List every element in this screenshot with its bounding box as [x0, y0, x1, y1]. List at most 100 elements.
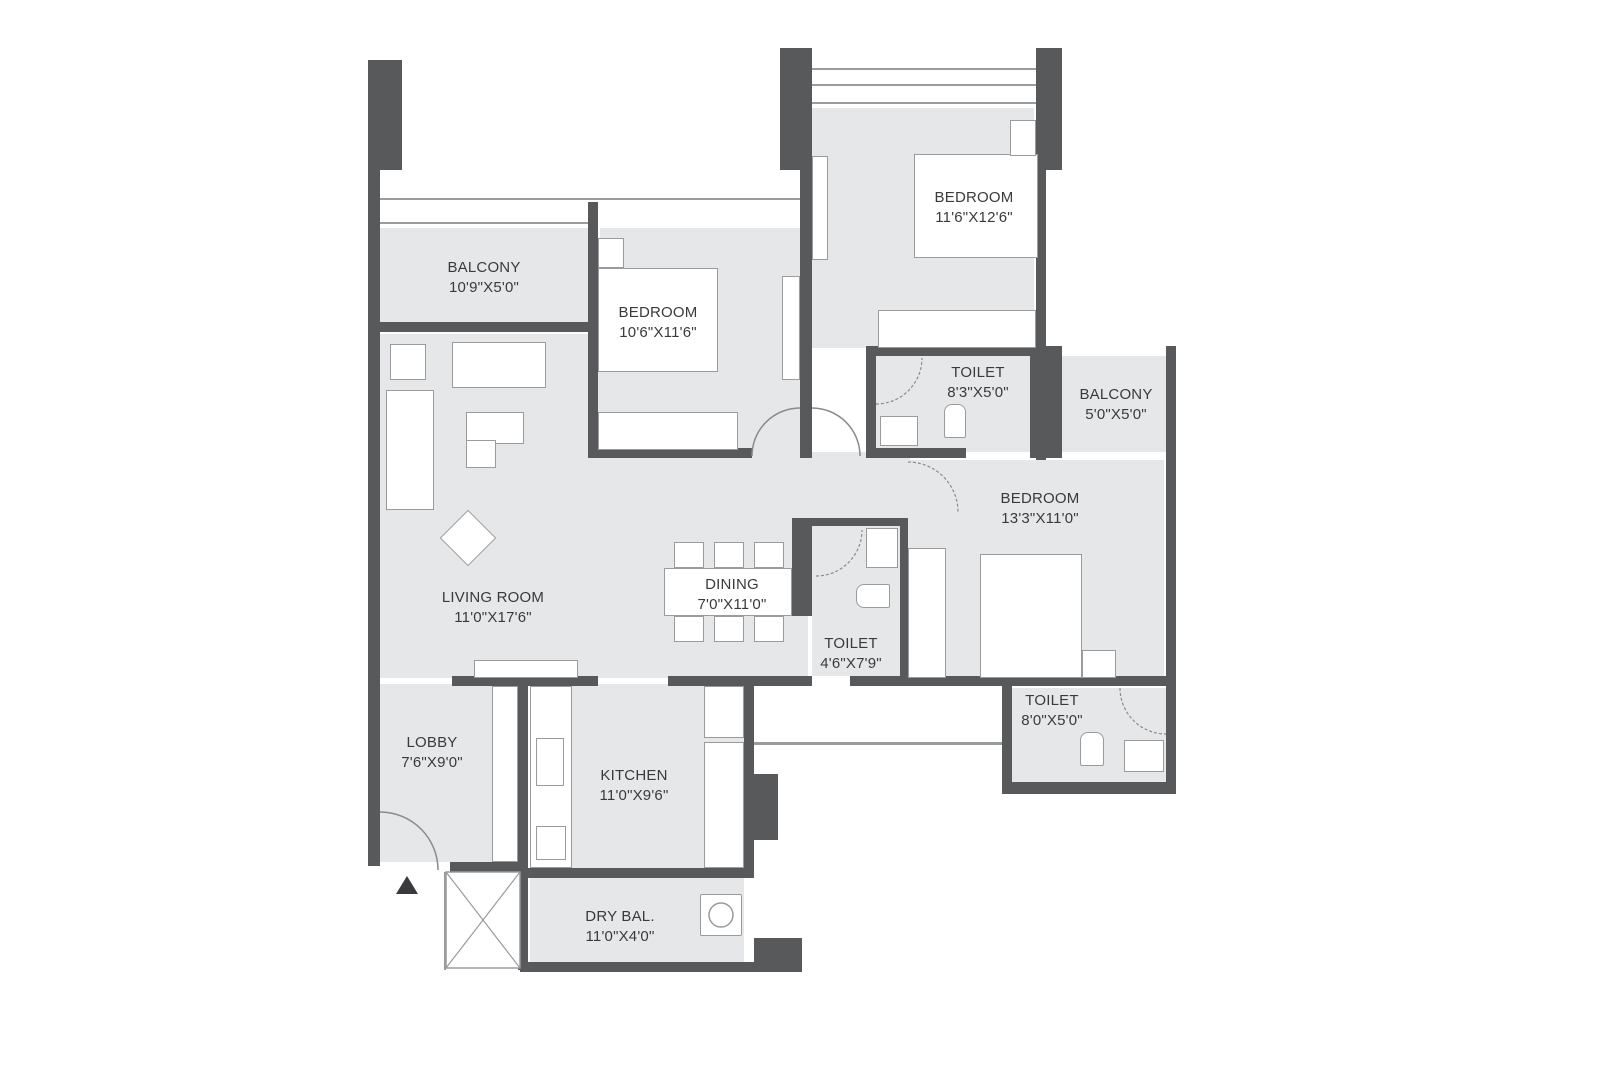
room-name: TOILET	[1025, 692, 1079, 709]
railing	[444, 872, 446, 970]
toilet-seat	[856, 584, 890, 608]
room-label-toilet-1: TOILET 8'3"X5'0"	[928, 363, 1028, 403]
chair	[714, 616, 744, 642]
wall	[1036, 48, 1062, 170]
room-name: BEDROOM	[934, 189, 1014, 206]
room-dimensions: 10'9"X5'0"	[448, 279, 520, 296]
room-name: DRY BAL.	[585, 908, 655, 925]
room-name: TOILET	[951, 364, 1005, 381]
room-label-bedroom-1: BEDROOM 10'6"X11'6"	[598, 303, 718, 343]
wall	[866, 346, 876, 458]
floor-balcony-1	[380, 228, 588, 324]
wall	[808, 518, 908, 526]
wall	[668, 676, 812, 686]
side-table	[1082, 650, 1116, 678]
room-name: BALCONY	[447, 259, 521, 276]
room-dimensions: 11'6"X12'6"	[935, 209, 1013, 226]
railing	[812, 84, 1036, 86]
sofa-3-seater	[386, 390, 434, 510]
chair	[754, 616, 784, 642]
room-label-bedroom-2: BEDROOM 11'6"X12'6"	[914, 188, 1034, 228]
railing	[380, 222, 588, 224]
chair	[714, 542, 744, 568]
fridge	[704, 686, 744, 738]
side-table	[598, 238, 624, 268]
room-label-toilet-3: TOILET 8'0"X5'0"	[1010, 691, 1094, 731]
coffee-table	[466, 412, 524, 444]
wall	[528, 868, 754, 878]
window-seat	[782, 276, 800, 380]
wall	[588, 202, 598, 456]
wall	[518, 676, 528, 970]
railing	[754, 742, 1002, 745]
room-name: KITCHEN	[600, 767, 668, 784]
room-label-bedroom-3: BEDROOM 13'3"X11'0"	[980, 489, 1100, 529]
wall	[1036, 160, 1046, 460]
wall	[754, 938, 802, 972]
wall	[368, 60, 380, 866]
room-name: BEDROOM	[618, 304, 698, 321]
toilet-seat	[1080, 732, 1104, 766]
room-label-balcony-2: BALCONY 5'0"X5'0"	[1066, 385, 1166, 425]
room-name: BEDROOM	[1000, 490, 1080, 507]
room-dimensions: 5'0"X5'0"	[1085, 406, 1147, 423]
bed	[598, 268, 718, 372]
wall	[450, 862, 528, 872]
hob	[536, 738, 564, 786]
room-dimensions: 8'3"X5'0"	[947, 384, 1009, 401]
tv-unit	[474, 660, 578, 678]
toilet-seat	[944, 404, 966, 438]
side-table	[390, 344, 426, 380]
room-dimensions: 11'0"X17'6"	[454, 609, 532, 626]
vanity	[1124, 740, 1164, 772]
chair	[674, 616, 704, 642]
kitchen-counter	[704, 742, 744, 868]
shoe-rack	[492, 686, 518, 862]
room-label-balcony-1: BALCONY 10'9"X5'0"	[420, 258, 548, 298]
wall	[800, 60, 812, 458]
wall	[754, 774, 778, 840]
bed	[914, 154, 1038, 258]
room-dimensions: 11'0"X4'0"	[585, 928, 655, 945]
room-dimensions: 7'6"X9'0"	[401, 754, 463, 771]
wall	[744, 686, 754, 870]
railing	[812, 68, 1036, 70]
wall	[1002, 686, 1012, 792]
wall	[792, 518, 812, 616]
railing	[380, 198, 800, 200]
room-dimensions: 13'3"X11'0"	[1001, 510, 1079, 527]
room-label-living-room: LIVING ROOM 11'0"X17'6"	[428, 588, 558, 628]
chair	[674, 542, 704, 568]
washing-machine	[700, 894, 742, 936]
room-name: BALCONY	[1079, 386, 1153, 403]
wall	[850, 676, 1166, 686]
room-label-dining: DINING 7'0"X11'0"	[676, 575, 788, 615]
room-label-toilet-2: TOILET 4'6"X7'9"	[808, 634, 894, 674]
room-name: TOILET	[824, 635, 878, 652]
vanity	[880, 416, 918, 446]
room-label-kitchen: KITCHEN 11'0"X9'6"	[580, 766, 688, 806]
entrance-arrow-icon	[396, 876, 418, 894]
floor-corridor	[590, 452, 910, 522]
railing	[812, 102, 1036, 104]
side-table	[1010, 120, 1036, 156]
wall	[1030, 346, 1062, 458]
bed	[980, 554, 1082, 678]
floor-balcony-2	[1062, 356, 1166, 452]
window-seat	[812, 156, 828, 260]
wardrobe	[598, 412, 738, 450]
coffee-table	[466, 440, 496, 468]
room-dimensions: 11'0"X9'6"	[599, 787, 669, 804]
wall	[1002, 782, 1176, 794]
wall	[520, 962, 802, 972]
wall	[900, 518, 908, 680]
room-name: LIVING ROOM	[441, 589, 545, 606]
sink	[536, 826, 566, 860]
room-name: LOBBY	[406, 734, 458, 751]
wall	[1166, 346, 1176, 792]
wall	[866, 346, 1046, 356]
room-dimensions: 4'6"X7'9"	[820, 655, 882, 672]
room-label-lobby: LOBBY 7'6"X9'0"	[384, 733, 480, 773]
